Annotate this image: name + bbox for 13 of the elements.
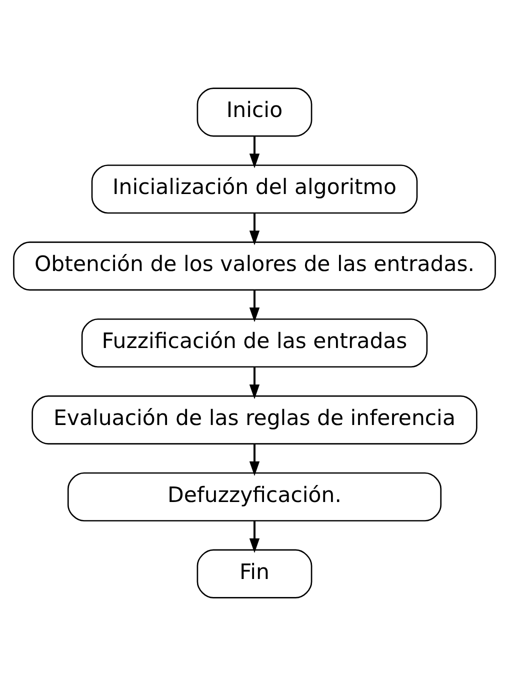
node-box: Obtención de los valores de las entradas. — [13, 241, 496, 290]
arrow — [249, 520, 260, 552]
arrow — [249, 290, 260, 322]
arrow — [249, 212, 260, 245]
arrow — [249, 136, 260, 168]
node-box: Evaluación de las reglas de inferencia — [32, 394, 478, 444]
arrow — [249, 443, 260, 476]
node-box: Inicialización del algoritmo — [91, 164, 418, 214]
node-box: Defuzzyficación. — [67, 472, 442, 521]
node-box: Inicio — [196, 87, 312, 136]
node-box: Fin — [196, 548, 312, 598]
arrow — [249, 366, 260, 399]
node-box: Fuzzificación de las entradas — [81, 318, 428, 368]
